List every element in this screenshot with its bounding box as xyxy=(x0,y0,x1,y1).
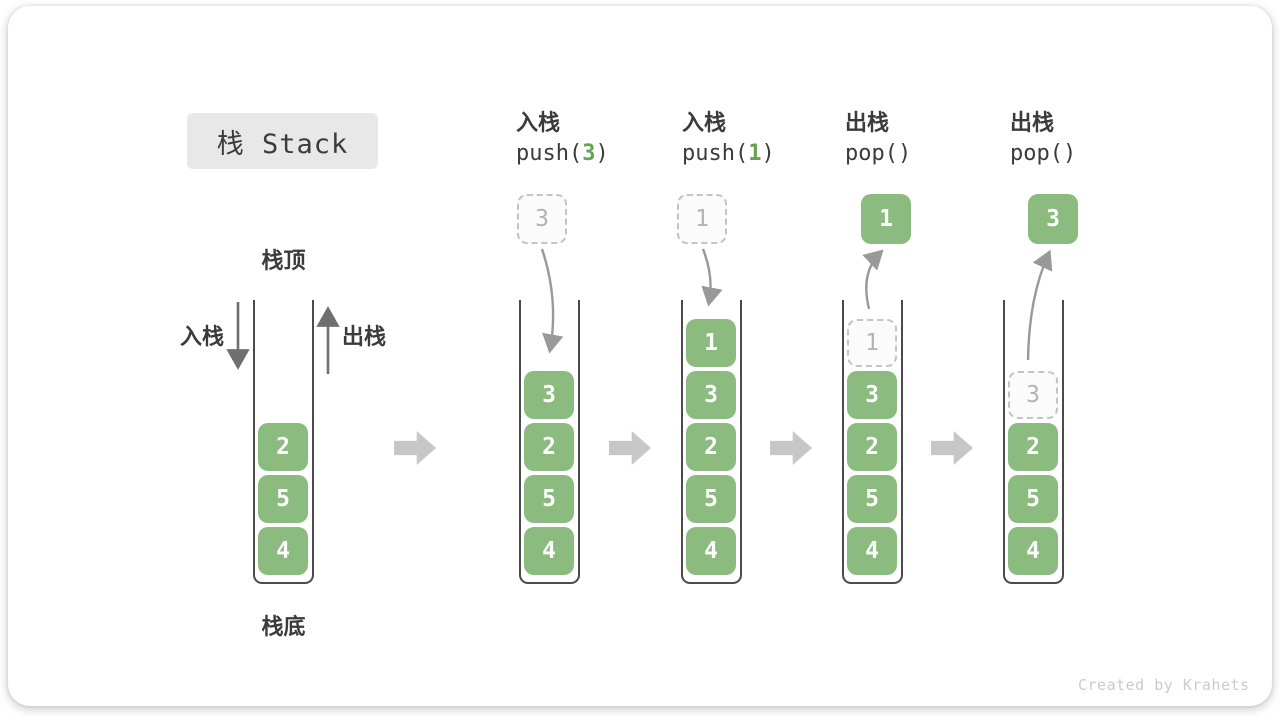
step-2-code-close: ) xyxy=(761,141,775,166)
step-3-stack-cell-5: 5 xyxy=(847,475,897,523)
step-4-stack-cell-3: 3 xyxy=(1008,371,1058,419)
initial-stack-cell-4: 4 xyxy=(258,527,308,575)
step-3-code: pop() xyxy=(845,141,911,166)
step-2-op-label: 入栈 xyxy=(682,110,727,135)
step-2-stack-cell-3: 3 xyxy=(686,371,736,419)
stack-container-step-2 xyxy=(681,300,742,584)
step-2-top-box: 1 xyxy=(677,194,727,244)
step-1-code-fn: push( xyxy=(516,141,583,166)
step-4-stack-cell-4: 4 xyxy=(1008,527,1058,575)
step-4-top-box: 3 xyxy=(1028,194,1078,244)
step-2-stack-cell-1: 1 xyxy=(686,319,736,367)
next-step-arrow-icon xyxy=(394,431,436,465)
step-1-stack-cell-2: 2 xyxy=(524,423,574,471)
next-step-arrow-icon xyxy=(770,431,812,465)
watermark: Created by Krahets xyxy=(1078,676,1250,694)
initial-stack-cell-5: 5 xyxy=(258,475,308,523)
step-3-stack-cell-3: 3 xyxy=(847,371,897,419)
canvas-card: 栈 Stack 栈顶 栈底 入栈 出栈 xyxy=(8,6,1272,706)
step-4-stack-cell-5: 5 xyxy=(1008,475,1058,523)
step-3-stack-cell-2: 2 xyxy=(847,423,897,471)
step-3-top-box: 1 xyxy=(861,194,911,244)
initial-stack-cell-2: 2 xyxy=(258,423,308,471)
stack-container-initial xyxy=(253,300,314,584)
step-1-stack-cell-3: 3 xyxy=(524,371,574,419)
step-1-top-box: 3 xyxy=(517,194,567,244)
step-1-stack-cell-5: 5 xyxy=(524,475,574,523)
step-4-op-label: 出栈 xyxy=(1010,110,1055,135)
step-2-push-arrow-icon xyxy=(701,248,723,307)
step-2-code-fn: push( xyxy=(682,141,749,166)
step-3-op-label: 出栈 xyxy=(845,110,890,135)
page-title: 栈 Stack xyxy=(216,128,349,160)
step-2-code-arg: 1 xyxy=(748,141,762,166)
step-3-code-fn: pop( xyxy=(845,141,898,166)
title-box: 栈 Stack xyxy=(187,113,378,169)
pop-side-label: 出栈 xyxy=(342,324,387,349)
push-side-label: 入栈 xyxy=(179,324,224,349)
step-1-code: push(3) xyxy=(516,141,609,166)
step-2-stack-cell-5: 5 xyxy=(686,475,736,523)
step-1-op-label: 入栈 xyxy=(516,110,561,135)
stack-container-step-4 xyxy=(1003,300,1064,584)
step-4-code-fn: pop( xyxy=(1010,141,1063,166)
step-3-code-close: ) xyxy=(897,141,912,166)
stack-top-label: 栈顶 xyxy=(261,248,306,273)
step-4-stack-cell-2: 2 xyxy=(1008,423,1058,471)
step-1-stack-cell-4: 4 xyxy=(524,527,574,575)
step-4-code-close: ) xyxy=(1062,141,1077,166)
stack-container-step-3 xyxy=(842,300,903,584)
step-1-code-arg: 3 xyxy=(582,141,596,166)
stack-bottom-label: 栈底 xyxy=(261,614,306,639)
next-step-arrow-icon xyxy=(931,431,973,465)
next-step-arrow-icon xyxy=(609,431,651,465)
step-2-stack-cell-4: 4 xyxy=(686,527,736,575)
step-2-stack-cell-2: 2 xyxy=(686,423,736,471)
step-3-stack-cell-4: 4 xyxy=(847,527,897,575)
stack-container-step-1 xyxy=(519,300,580,584)
step-1-code-close: ) xyxy=(595,141,609,166)
step-4-code: pop() xyxy=(1010,141,1076,166)
step-3-stack-cell-1: 1 xyxy=(847,319,897,367)
step-2-code: push(1) xyxy=(682,141,775,166)
